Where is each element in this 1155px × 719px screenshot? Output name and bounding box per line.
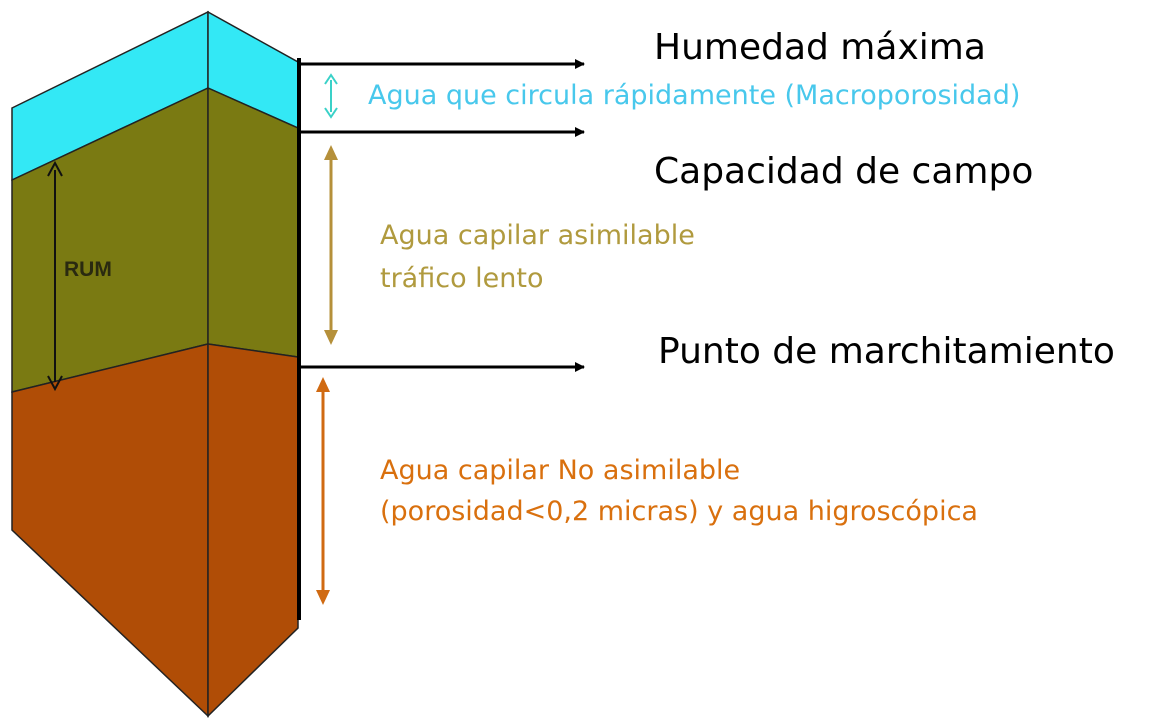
olive-zone-arrow-head-top [324,145,338,160]
label-punto-marchitamiento: Punto de marchitamiento [658,331,1115,372]
rum-arrow-head-bottom [47,375,63,392]
soil-column-brown-right [207,343,299,718]
cyan-zone-arrow-head-bottom [324,107,338,119]
soil-column-brown-left [11,343,209,718]
label-agua-capilar-no-asimilable: Agua capilar No asimilable [380,455,741,486]
orange-zone-arrow-head-bottom [316,590,330,605]
label-trafico-lento: tráfico lento [380,263,544,294]
soil-column-olive-right [207,86,299,358]
label-agua-circula-rapidamente: Agua que circula rápidamente (Macroporos… [368,80,1021,111]
olive-zone-arrow-head-bottom [324,330,338,345]
label-agua-capilar-asimilable: Agua capilar asimilable [380,220,695,251]
cyan-zone-arrow-head-top [324,73,338,85]
rum-label: RUM [64,258,112,281]
label-porosidad-higroscopica: (porosidad<0,2 micras) y agua higroscópi… [380,496,978,527]
rum-arrow-head-top [47,160,63,177]
orange-zone-arrow-head-top [316,377,330,392]
label-capacidad-campo: Capacidad de campo [654,151,1034,192]
label-humedad-maxima: Humedad máxima [654,27,986,68]
